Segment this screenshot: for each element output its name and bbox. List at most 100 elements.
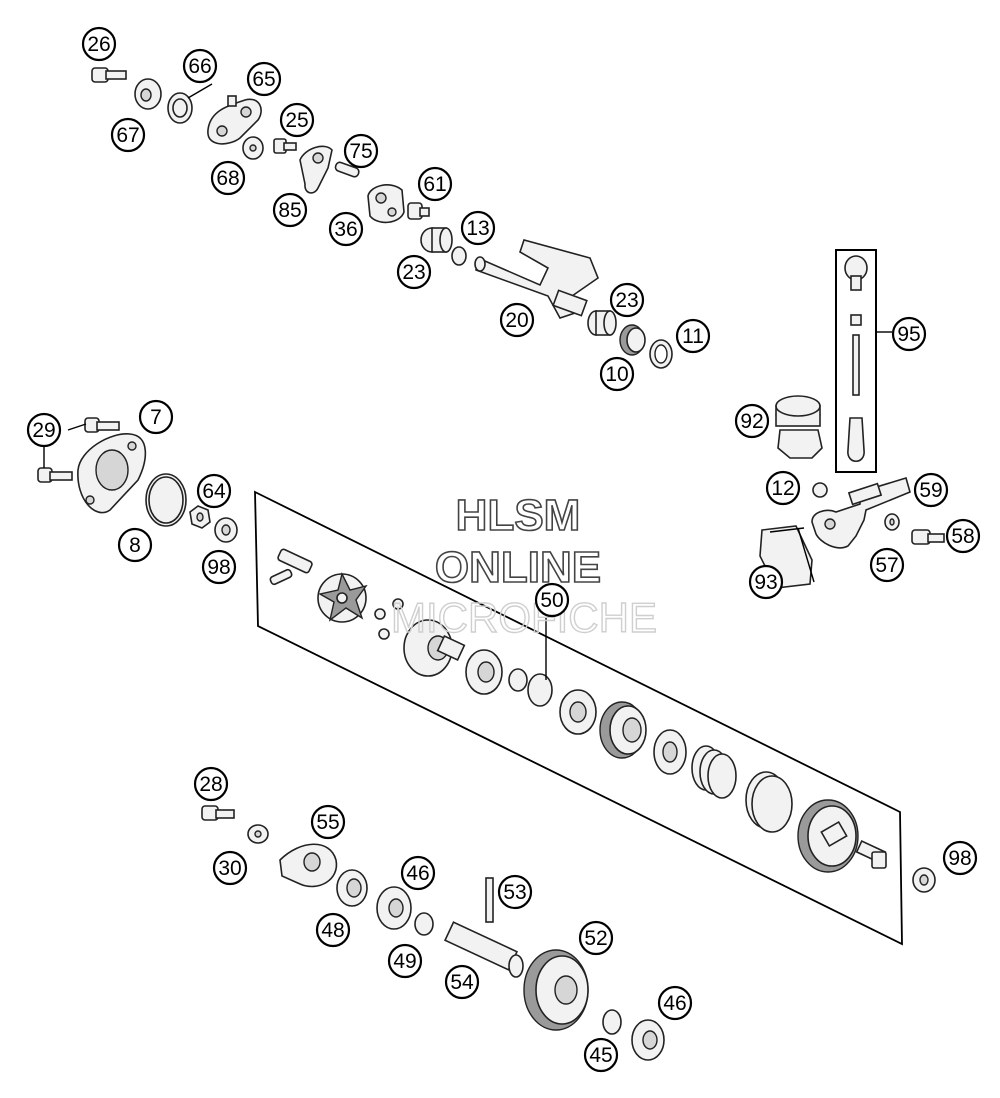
callout-circle	[246, 61, 282, 97]
callout-circle	[193, 766, 229, 802]
callout-28: 28	[193, 766, 229, 802]
callout-number: 66	[188, 55, 211, 78]
callout-circle	[869, 547, 905, 583]
callout-number: 65	[252, 68, 275, 91]
idler-shaft-part	[443, 921, 524, 978]
washer-part	[414, 912, 434, 936]
callout-circle	[444, 964, 480, 1000]
detail-box-95	[835, 249, 877, 473]
callout-circle	[945, 518, 981, 554]
callout-92: 92	[734, 403, 770, 439]
callout-49: 49	[387, 943, 423, 979]
bolt-part	[407, 202, 430, 220]
callout-98: 98	[942, 840, 978, 876]
callout-11: 11	[675, 318, 711, 354]
callout-number: 29	[32, 419, 55, 442]
seal-part	[619, 324, 646, 356]
callout-25: 25	[279, 102, 315, 138]
callout-23: 23	[396, 254, 432, 290]
callout-number: 93	[754, 571, 777, 594]
callout-circle	[81, 26, 117, 62]
callout-circle	[210, 160, 246, 196]
callout-29: 29	[26, 412, 62, 448]
gasket-part	[145, 473, 187, 527]
callout-93: 93	[748, 564, 784, 600]
callout-circle	[417, 166, 453, 202]
callout-55: 55	[310, 804, 346, 840]
callout-number: 28	[199, 773, 222, 796]
callout-number: 52	[584, 927, 607, 950]
callout-circle	[315, 912, 351, 948]
bushing-part	[420, 227, 453, 253]
spacer-part	[336, 869, 368, 907]
callout-number: 85	[278, 199, 301, 222]
callout-52: 52	[578, 920, 614, 956]
callout-circle	[891, 316, 927, 352]
callout-number: 23	[402, 261, 425, 284]
callout-50: 50	[534, 582, 570, 618]
callout-54: 54	[444, 964, 480, 1000]
callout-circle	[310, 804, 346, 840]
callout-number: 46	[406, 862, 429, 885]
kickstarter-assembly-panel	[254, 490, 903, 946]
bolt-part	[201, 805, 235, 821]
callout-67: 67	[110, 117, 146, 153]
callout-number: 53	[503, 881, 526, 904]
callout-circle	[497, 874, 533, 910]
callout-46: 46	[400, 855, 436, 891]
callout-number: 13	[466, 217, 489, 240]
bolt-part	[91, 67, 127, 83]
kick-gear-part	[797, 799, 859, 873]
callout-circle	[913, 472, 949, 508]
washer-part	[884, 513, 900, 531]
callout-number: 54	[450, 971, 474, 994]
callout-number: 48	[321, 919, 344, 942]
callout-59: 59	[913, 472, 949, 508]
bearing-part	[631, 1019, 665, 1061]
bolt-part	[37, 467, 73, 483]
callout-circle	[942, 840, 978, 876]
callout-circle	[396, 254, 432, 290]
callout-circle	[765, 470, 801, 506]
callout-number: 20	[505, 309, 528, 332]
circlip-part	[602, 1009, 622, 1035]
callout-number: 25	[285, 109, 308, 132]
pump-cover-part	[77, 433, 147, 514]
callout-75: 75	[343, 133, 379, 169]
callout-number: 26	[87, 33, 110, 56]
callout-circle	[387, 943, 423, 979]
washer-part	[242, 136, 264, 160]
washer-part	[649, 339, 673, 369]
callout-number: 11	[682, 325, 704, 348]
callout-8: 8	[117, 527, 153, 563]
washer-part	[134, 78, 162, 110]
callout-number: 8	[129, 534, 141, 557]
callout-98: 98	[201, 549, 237, 585]
callout-number: 95	[897, 323, 920, 346]
callout-20: 20	[499, 302, 535, 338]
callout-circle	[400, 855, 436, 891]
bearing-part	[376, 886, 412, 930]
watermark-line3: MICROFICHE	[391, 594, 657, 641]
pin-part	[485, 877, 494, 923]
idler-gear-part	[523, 949, 589, 1031]
callout-circle	[599, 356, 635, 392]
callout-number: 55	[316, 811, 339, 834]
callout-26: 26	[81, 26, 117, 62]
callout-53: 53	[497, 874, 533, 910]
callout-23: 23	[609, 282, 645, 318]
watermark: HLSM ONLINE MICROFICHE	[390, 490, 657, 642]
oil-cap-part	[775, 395, 823, 459]
callout-64: 64	[196, 473, 232, 509]
callout-number: 30	[218, 857, 241, 880]
callout-number: 64	[202, 480, 226, 503]
o-ring-part	[812, 482, 828, 498]
callout-circle	[534, 582, 570, 618]
washer-part	[247, 824, 269, 844]
impeller-part	[279, 843, 338, 888]
bushing-part	[587, 310, 617, 336]
callout-46: 46	[657, 985, 693, 1021]
callout-circle	[609, 282, 645, 318]
drive-disc-part	[403, 619, 466, 677]
